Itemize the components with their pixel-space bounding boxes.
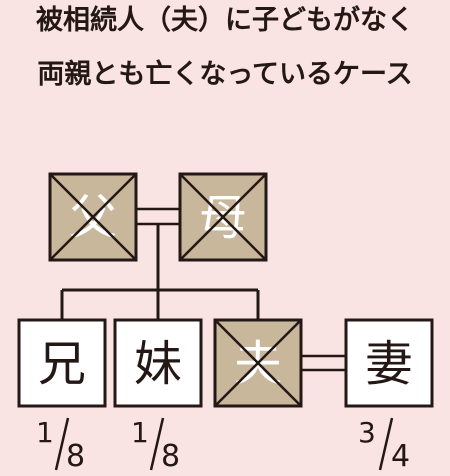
brother-label: 兄	[38, 336, 86, 392]
wife-label: 妻	[365, 336, 413, 392]
sister-share-numerator: 1	[131, 416, 149, 449]
wife-share-numerator: 3	[358, 416, 376, 449]
wife-share: 3 4	[358, 416, 410, 474]
parents-marriage-line	[136, 207, 180, 226]
sister-share: 1 8	[131, 416, 180, 474]
mother-box: 母	[178, 172, 268, 262]
title-line-1: 被相続人（夫）に子どもがなく	[36, 5, 414, 36]
spouse-marriage-line	[301, 354, 346, 372]
brother-share: 1 8	[36, 416, 85, 474]
brother-box: 兄	[17, 318, 107, 408]
descent-lines	[60, 224, 260, 320]
sister-box: 妹	[113, 318, 203, 408]
wife-share-denominator: 4	[391, 439, 410, 474]
brother-share-denominator: 8	[66, 439, 85, 474]
sister-share-denominator: 8	[161, 439, 180, 474]
title-line-2: 両親とも亡くなっているケース	[37, 59, 413, 90]
sister-label: 妹	[134, 336, 182, 392]
wife-box: 妻	[344, 318, 434, 408]
husband-box: 夫	[213, 318, 303, 408]
brother-share-numerator: 1	[36, 416, 54, 449]
father-box: 父	[48, 172, 138, 262]
